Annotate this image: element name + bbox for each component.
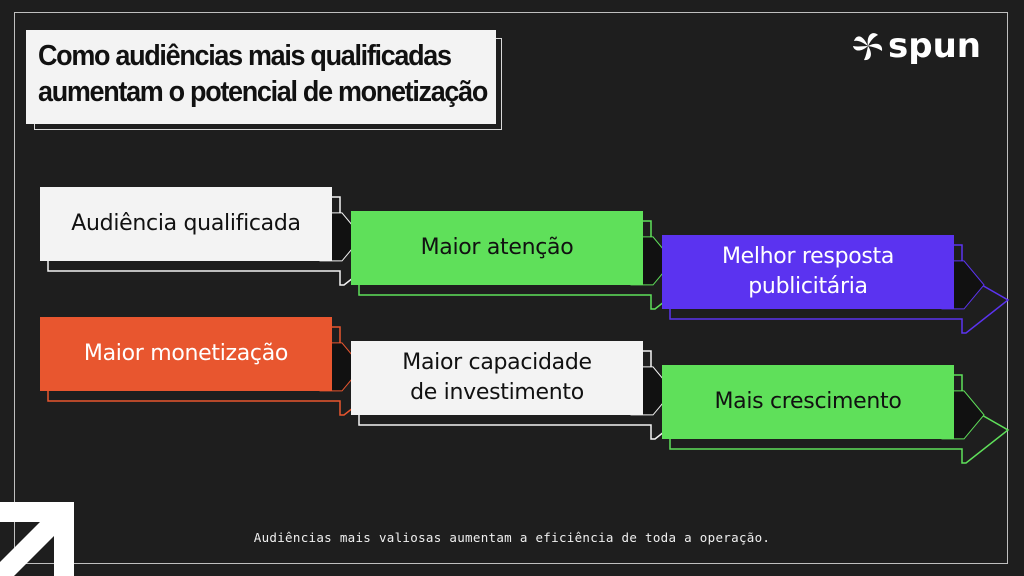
flow-step-text-line1: Maior monetização [83,341,289,366]
flow-step-label-3: Melhor resposta publicitária [662,235,954,309]
flow-step-box [662,235,954,309]
slide-frame [14,12,1008,564]
arrow-up-right-icon [0,502,74,576]
flow-step-text-line1: Maior capacidade [402,350,592,375]
flow-step-label-5: Maior capacidade de investimento [351,341,643,415]
flow-step-6 [662,365,1010,464]
flow-step-box [662,365,954,439]
flow-step-label-6: Mais crescimento [662,365,954,439]
flow-step-text-line2: de investimento [410,380,584,405]
spun-logo: spun [852,26,981,66]
logo-wordmark: spun [888,26,981,66]
flow-step-text-line1: Audiência qualificada [71,211,301,236]
flow-step-text-line1: Mais crescimento [714,389,902,414]
flow-step-box [40,317,332,391]
flow-step-3 [662,235,1010,334]
flow-step-box [40,187,332,261]
leaf-burst-icon [853,33,883,61]
flow-step-1 [40,187,388,286]
flow-step-4 [40,317,388,416]
flow-step-label-1: Audiência qualificada [40,187,332,261]
flow-step-text-line1: Melhor resposta [721,244,895,269]
flow-step-text-line1: Maior atenção [420,235,574,260]
footer-caption: Audiências mais valiosas aumentam a efic… [253,530,771,545]
flow-step-5 [351,341,699,440]
title-line-1: Como audiências mais qualificadas [38,40,452,72]
flow-step-box [351,341,643,415]
flow-step-label-2: Maior atenção [351,211,643,285]
flow-step-box [351,211,643,285]
title-box: Como audiências mais qualificadas aument… [26,30,496,124]
title-card: Como audiências mais qualificadas aument… [26,30,502,130]
flow-step-text-line2: publicitária [748,274,868,299]
flow-step-label-4: Maior monetização [40,317,332,391]
title-line-2: aumentam o potencial de monetização [38,76,488,108]
